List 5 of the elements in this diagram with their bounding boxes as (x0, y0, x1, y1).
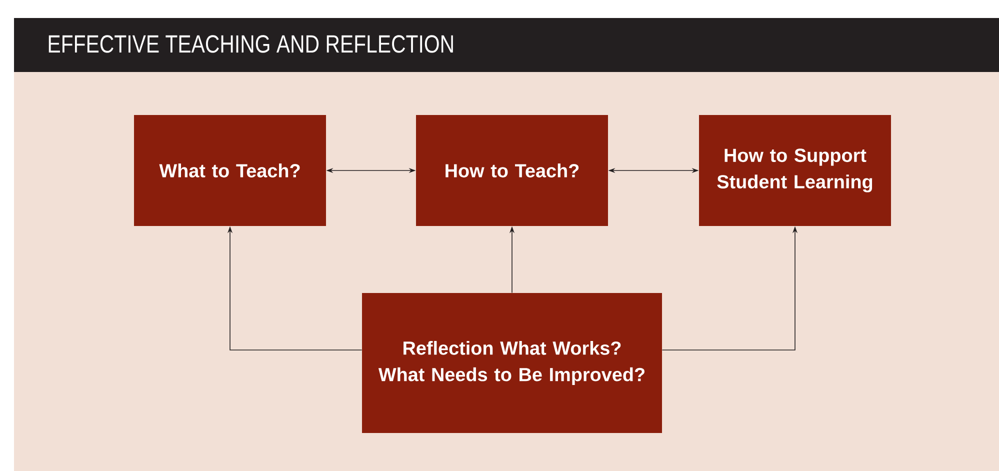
process-box: What to Teach? (134, 114, 326, 226)
process-box: How to Teach? (416, 114, 608, 226)
process-box: Reflection What Works? What Needs to Be Improved? (362, 292, 662, 433)
title-bar: EFFECTIVE TEACHING AND REFLECTION (14, 18, 999, 72)
process-box: How to Support Student Learning (699, 114, 891, 226)
